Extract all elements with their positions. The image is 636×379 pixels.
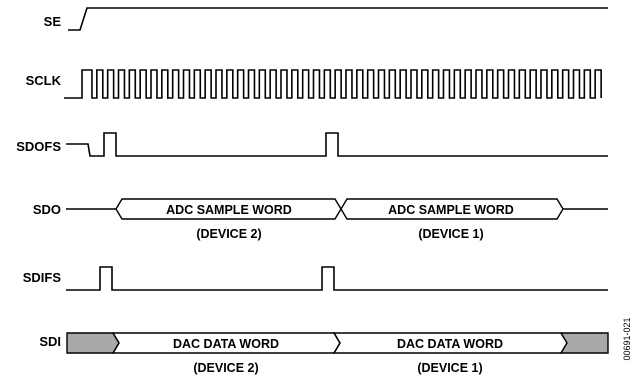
signal-label-sdofs: SDOFS xyxy=(16,139,61,154)
sdi-word-1-title: DAC DATA WORD xyxy=(173,337,279,351)
figure-id: 00691-021 xyxy=(622,317,632,360)
sdi-word-2-device: (DEVICE 1) xyxy=(417,361,482,375)
signal-label-se: SE xyxy=(44,14,62,29)
sdifs-waveform xyxy=(66,266,608,291)
sdofs-waveform xyxy=(66,132,608,157)
signal-label-sdo: SDO xyxy=(33,202,61,217)
sdi-word-2-title: DAC DATA WORD xyxy=(397,337,503,351)
signal-label-sclk: SCLK xyxy=(26,73,62,88)
sdo-bus xyxy=(66,198,608,220)
se-waveform xyxy=(68,7,608,31)
signal-label-sdifs: SDIFS xyxy=(23,270,62,285)
sdi-bus xyxy=(66,332,609,354)
sclk-waveform xyxy=(64,69,602,99)
sdi-word-1-device: (DEVICE 2) xyxy=(193,361,258,375)
sdo-word-2-title: ADC SAMPLE WORD xyxy=(388,203,514,217)
sdi-idle-right xyxy=(559,332,609,354)
signal-label-sdi: SDI xyxy=(39,334,61,349)
sdi-idle-left xyxy=(66,332,120,354)
sdo-word-1-title: ADC SAMPLE WORD xyxy=(166,203,292,217)
sdo-word-1-device: (DEVICE 2) xyxy=(196,227,261,241)
sdo-word-2-device: (DEVICE 1) xyxy=(418,227,483,241)
